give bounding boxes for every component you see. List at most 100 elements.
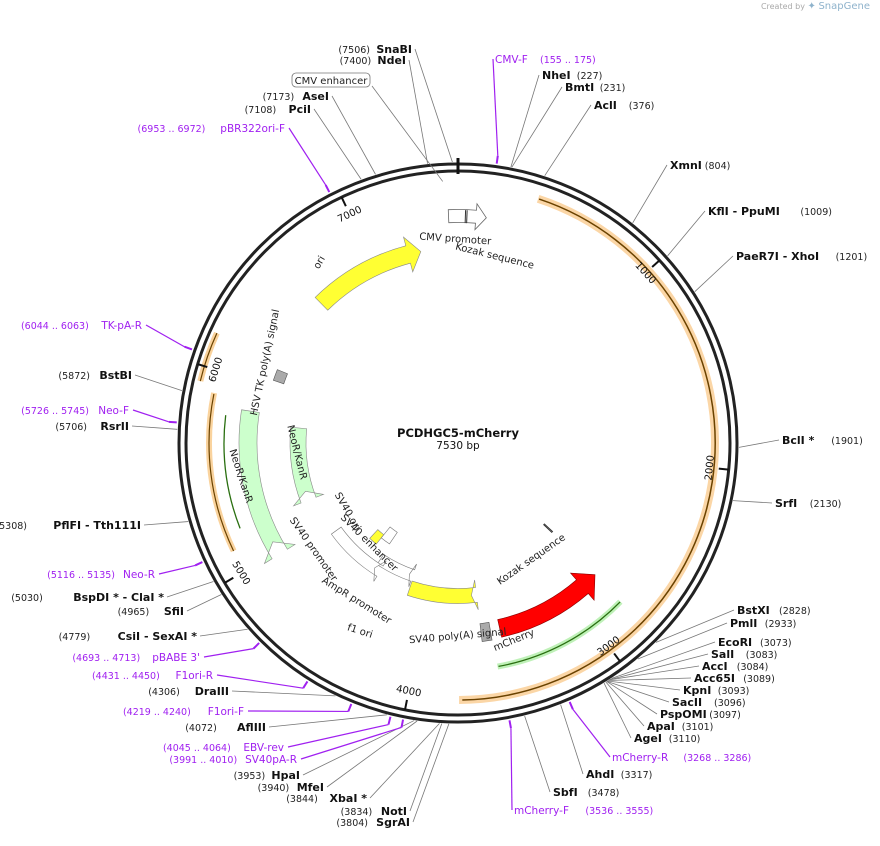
enzyme-name: KflI - PpuMI: [708, 205, 780, 218]
primer-leader: [289, 128, 326, 185]
enzyme-position: (5872): [58, 371, 90, 382]
enzyme-name: XmnI: [670, 159, 702, 172]
enzyme-position: (1901): [831, 436, 863, 447]
enzyme-leader: [545, 105, 591, 176]
enzyme-position: (804): [705, 161, 731, 172]
enzyme-name: PaeR7I - XhoI: [736, 250, 819, 263]
enzyme-position: (5308): [0, 521, 27, 532]
primer-name: pBABE 3': [152, 652, 200, 664]
primer-mark: [570, 702, 573, 709]
primer-position: (6953 .. 6972): [138, 124, 206, 135]
enzyme-leader: [314, 109, 361, 179]
enzyme-position: (3804): [336, 818, 368, 829]
brand-watermark: Created by ✦ SnapGene: [761, 1, 870, 12]
enzyme-name: RsrII: [100, 420, 129, 433]
enzyme-position: (1009): [800, 207, 832, 218]
enzyme-leader: [525, 716, 550, 792]
primer-leader: [159, 565, 195, 574]
enzyme-leader: [415, 49, 452, 162]
primer-position: (3536 .. 3555): [585, 806, 653, 817]
primer-position: (4693 .. 4713): [72, 653, 140, 664]
enzyme-position: (3089): [743, 674, 775, 685]
enzyme-leader: [187, 595, 221, 611]
enzyme-leader: [604, 683, 631, 738]
primer-position: (155 .. 175): [540, 55, 596, 66]
enzyme-position: (3834): [341, 807, 373, 818]
enzyme-leader: [668, 211, 705, 256]
brand-created-by: Created by: [761, 2, 805, 11]
kozak-mark-mid: [543, 524, 552, 532]
enzyme-leader: [200, 629, 248, 636]
primer-name: Neo-R: [123, 569, 155, 581]
enzyme-position: (231): [600, 83, 626, 94]
primer-mark: [303, 681, 307, 688]
enzyme-name: PciI: [289, 103, 311, 116]
enzyme-name: SfiI: [164, 605, 184, 618]
tick-label: 6000: [207, 356, 225, 384]
enzyme-name: AgeI: [634, 732, 662, 745]
enzyme-position: (2933): [765, 619, 797, 630]
enzyme-position: (4965): [118, 607, 150, 618]
enzyme-position: (3084): [737, 662, 769, 673]
enzyme-position: (3110): [669, 734, 701, 745]
enzyme-position: (4779): [59, 632, 91, 643]
enzyme-leader: [135, 375, 182, 391]
enzyme-position: (2130): [810, 499, 842, 510]
enzyme-position: (3097): [709, 710, 741, 721]
primer-mark: [326, 185, 330, 192]
enzyme-leader: [144, 522, 188, 525]
enzyme-leader: [167, 581, 213, 597]
primer-position: (4219 .. 4240): [123, 707, 191, 718]
enzyme-leader: [327, 721, 417, 787]
primer-mark: [169, 422, 177, 423]
primer-position: (3268 .. 3286): [683, 753, 751, 764]
enzyme-position: (5706): [55, 422, 87, 433]
enzyme-leader: [512, 87, 562, 167]
cmv-enhancer-label: CMV enhancer: [295, 76, 369, 87]
primer-position: (3991 .. 4010): [169, 755, 237, 766]
primer-name: TK-pA-R: [100, 320, 142, 332]
enzyme-position: (3478): [588, 788, 620, 799]
primer-name: EBV-rev: [243, 742, 284, 754]
primer-mark: [497, 156, 498, 164]
enzyme-position: (3940): [258, 783, 290, 794]
enzyme-name: SrfI: [775, 497, 797, 510]
tick-mark: [342, 197, 346, 206]
enzyme-leader: [132, 426, 177, 429]
enzyme-position: (3101): [682, 722, 714, 733]
primer-mark: [253, 643, 259, 649]
enzyme-name: BclI *: [782, 434, 815, 447]
kozak-mark-mid: [544, 524, 553, 532]
enzyme-leader: [739, 440, 779, 447]
enzyme-position: (3953): [234, 771, 266, 782]
enzyme-position: (3073): [760, 638, 792, 649]
primer-leader: [204, 649, 253, 657]
enzyme-name: PmlI: [730, 617, 757, 630]
enzyme-name: MfeI: [297, 781, 324, 794]
tick-label: 4000: [395, 684, 422, 700]
primer-name: mCherry-R: [612, 752, 668, 764]
tick-label: 7000: [336, 204, 364, 225]
enzyme-name: XbaI *: [330, 792, 368, 805]
enzyme-leader: [733, 501, 772, 503]
tick-mark: [719, 469, 729, 470]
primer-leader: [573, 709, 610, 757]
enzyme-name: PflFI - Tth111I: [53, 519, 141, 532]
primer-leader: [146, 325, 184, 347]
enzyme-name: BspDI * - ClaI *: [73, 591, 164, 604]
enzyme-position: (7108): [245, 105, 277, 116]
primer-leader: [133, 410, 169, 422]
enzyme-name: AflIII: [237, 721, 266, 734]
primer-name: F1ori-F: [208, 706, 244, 718]
primer-mark: [509, 720, 510, 728]
primer-leader: [493, 59, 498, 156]
hsv-tk-box: [273, 370, 287, 384]
sv40-promoter-label: SV40 promoter: [287, 515, 340, 584]
primer-mark: [389, 717, 391, 725]
primer-position: (5726 .. 5745): [21, 406, 89, 417]
snapgene-logo-icon: ✦: [808, 1, 816, 12]
enzyme-leader: [232, 691, 335, 696]
tick-mark: [614, 653, 620, 661]
plasmid-name: PCDHGC5-mCherry: [397, 426, 519, 440]
